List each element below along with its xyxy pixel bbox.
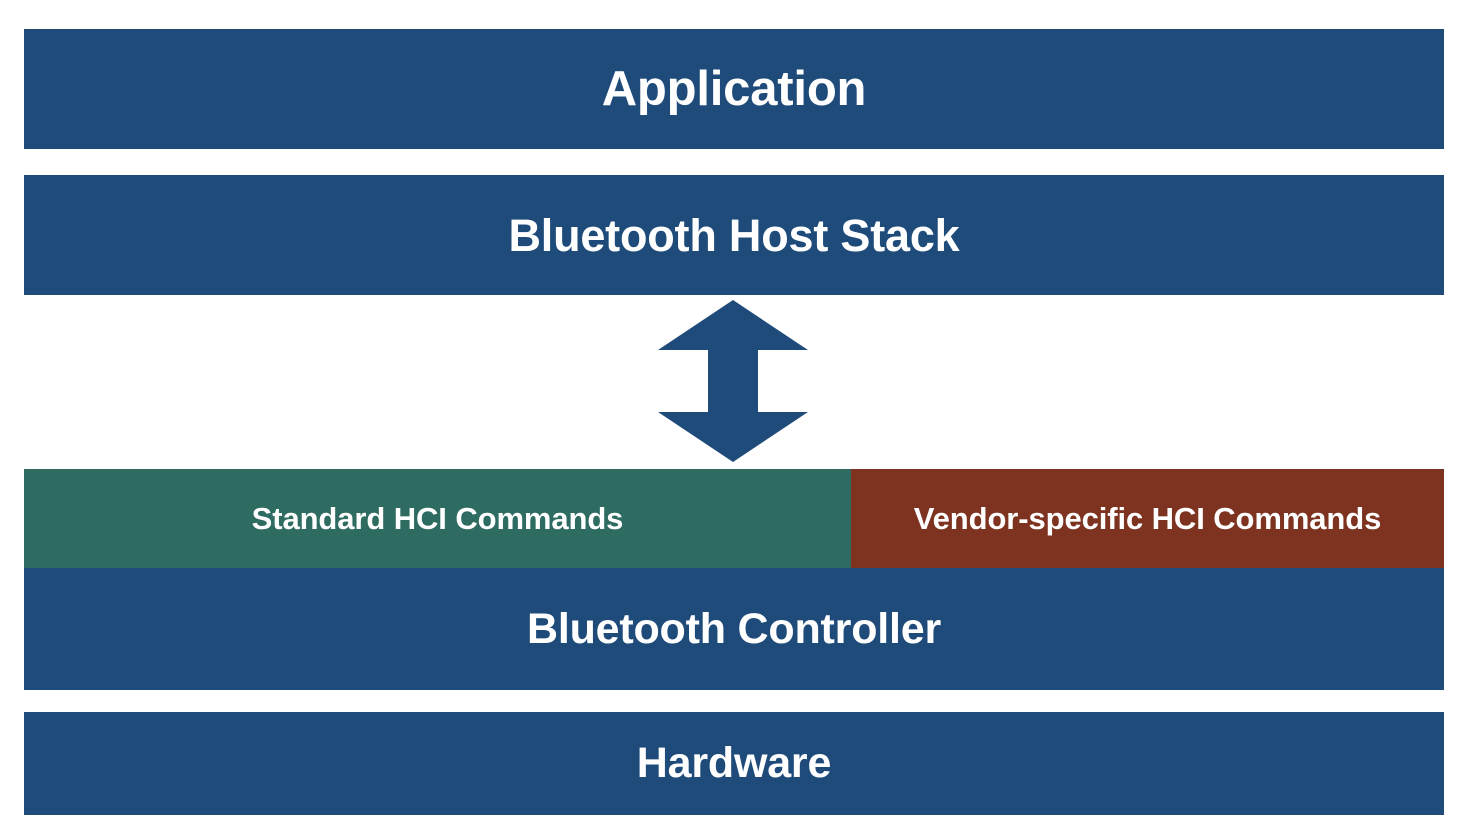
double-arrow-vertical-glyph (658, 300, 808, 462)
layer-hardware-label: Hardware (636, 739, 832, 787)
layer-hardware: Hardware (24, 712, 1444, 815)
hci-standard-commands-cell: Standard HCI Commands (24, 469, 851, 568)
layer-bluetooth-controller-label: Bluetooth Controller (526, 604, 941, 653)
layer-bluetooth-host-stack: Bluetooth Host Stack (24, 175, 1444, 295)
layer-bluetooth-host-stack-label: Bluetooth Host Stack (508, 209, 960, 261)
layer-application: Application (24, 29, 1444, 149)
double-arrow-vertical-icon (655, 298, 811, 464)
layer-application-label: Application (601, 61, 867, 116)
hci-command-band: Standard HCI Commands Vendor-specific HC… (24, 469, 1444, 568)
layer-bluetooth-controller: Bluetooth Controller (24, 568, 1444, 690)
hci-vendor-specific-commands-cell: Vendor-specific HCI Commands (851, 469, 1444, 568)
hci-standard-commands-label: Standard HCI Commands (251, 500, 624, 536)
hci-vendor-specific-commands-label: Vendor-specific HCI Commands (913, 500, 1382, 536)
